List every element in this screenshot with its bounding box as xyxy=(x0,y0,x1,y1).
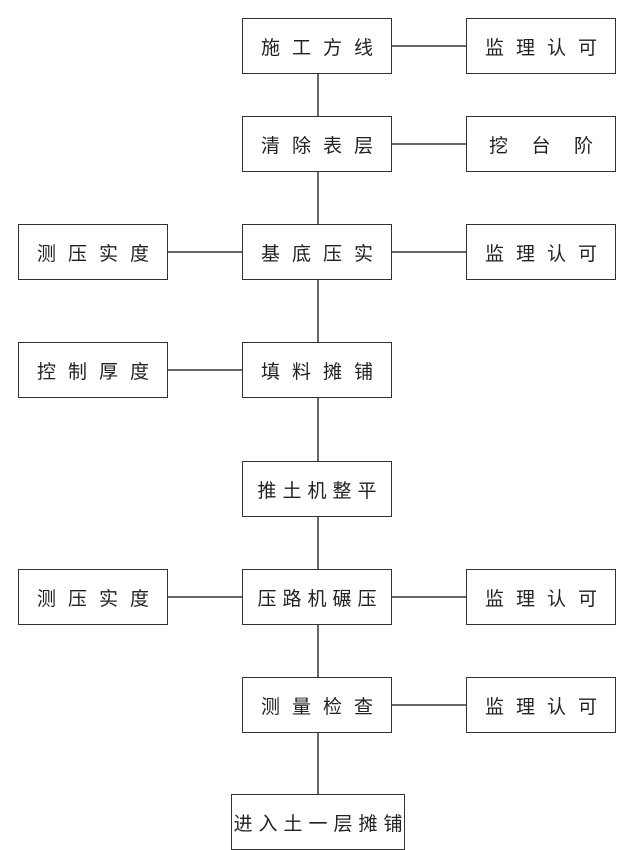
note-char: 理 xyxy=(515,695,535,718)
note-char: 认 xyxy=(546,695,566,718)
step-survey-inspection: 测 量 检 查 xyxy=(242,677,392,733)
step-char: 层 xyxy=(353,134,373,157)
note-char: 实 xyxy=(98,587,118,610)
step-fill-spreading: 填 料 摊 铺 xyxy=(242,342,392,398)
note-compaction-test: 测 压 实 度 xyxy=(18,569,168,625)
step-char: 入 xyxy=(258,812,278,835)
step-char: 实 xyxy=(353,242,373,265)
step-char: 层 xyxy=(333,812,353,835)
note-char: 测 xyxy=(36,242,56,265)
step-char: 查 xyxy=(353,695,373,718)
step-char: 除 xyxy=(291,134,311,157)
step-char: 料 xyxy=(291,360,311,383)
note-char: 认 xyxy=(546,587,566,610)
step-base-compaction: 基 底 压 实 xyxy=(242,224,392,280)
step-char: 一 xyxy=(308,812,328,835)
note-supervisor-approval: 监 理 认 可 xyxy=(466,18,616,74)
connector-lines xyxy=(168,45,466,794)
note-char: 度 xyxy=(129,242,149,265)
step-roller-compaction: 压 路 机 碾 压 xyxy=(242,569,392,625)
step-construction-layout: 施 工 方 线 xyxy=(242,18,392,74)
step-char: 机 xyxy=(307,587,327,610)
step-char: 方 xyxy=(322,36,342,59)
note-char: 监 xyxy=(484,587,504,610)
step-char: 土 xyxy=(282,479,302,502)
note-char: 度 xyxy=(129,360,149,383)
note-char: 压 xyxy=(67,587,87,610)
step-char: 填 xyxy=(260,360,280,383)
note-supervisor-approval: 监 理 认 可 xyxy=(466,224,616,280)
note-supervisor-approval: 监 理 认 可 xyxy=(466,569,616,625)
step-char: 表 xyxy=(322,134,342,157)
step-char: 施 xyxy=(260,36,280,59)
step-char: 检 xyxy=(322,695,342,718)
step-char: 铺 xyxy=(383,812,403,835)
note-char: 实 xyxy=(98,242,118,265)
step-char: 底 xyxy=(291,242,311,265)
step-char: 平 xyxy=(357,479,377,502)
step-char: 整 xyxy=(332,479,352,502)
note-supervisor-approval: 监 理 认 可 xyxy=(466,677,616,733)
note-char: 压 xyxy=(67,242,87,265)
step-char: 压 xyxy=(357,587,377,610)
note-char: 阶 xyxy=(573,134,593,157)
note-char: 监 xyxy=(484,242,504,265)
note-char: 台 xyxy=(531,134,551,157)
step-char: 铺 xyxy=(353,360,373,383)
note-char: 可 xyxy=(577,695,597,718)
note-char: 度 xyxy=(129,587,149,610)
step-char: 线 xyxy=(353,36,373,59)
note-char: 制 xyxy=(67,360,87,383)
note-char: 认 xyxy=(546,36,566,59)
step-clear-surface: 清 除 表 层 xyxy=(242,116,392,172)
note-char: 理 xyxy=(515,242,535,265)
step-char: 量 xyxy=(291,695,311,718)
step-char: 推 xyxy=(257,479,277,502)
step-char: 摊 xyxy=(322,360,342,383)
step-char: 进 xyxy=(233,812,253,835)
step-char: 摊 xyxy=(358,812,378,835)
step-char: 基 xyxy=(260,242,280,265)
step-char: 压 xyxy=(257,587,277,610)
note-char: 可 xyxy=(577,242,597,265)
step-char: 路 xyxy=(282,587,302,610)
step-char: 碾 xyxy=(332,587,352,610)
step-bulldozer-leveling: 推 土 机 整 平 xyxy=(242,461,392,517)
step-char: 测 xyxy=(260,695,280,718)
note-char: 监 xyxy=(484,36,504,59)
note-char: 监 xyxy=(484,695,504,718)
note-thickness-control: 控 制 厚 度 xyxy=(18,342,168,398)
note-char: 控 xyxy=(36,360,56,383)
note-char: 理 xyxy=(515,36,535,59)
step-char: 土 xyxy=(283,812,303,835)
note-char: 挖 xyxy=(489,134,509,157)
step-char: 工 xyxy=(291,36,311,59)
step-char: 机 xyxy=(307,479,327,502)
step-char: 清 xyxy=(260,134,280,157)
note-char: 理 xyxy=(515,587,535,610)
note-char: 可 xyxy=(577,36,597,59)
note-compaction-test: 测 压 实 度 xyxy=(18,224,168,280)
step-next-layer-spreading: 进 入 土 一 层 摊 铺 xyxy=(231,794,405,850)
note-char: 认 xyxy=(546,242,566,265)
step-char: 压 xyxy=(322,242,342,265)
note-char: 测 xyxy=(36,587,56,610)
note-dig-steps: 挖 台 阶 xyxy=(466,116,616,172)
note-char: 可 xyxy=(577,587,597,610)
note-char: 厚 xyxy=(98,360,118,383)
